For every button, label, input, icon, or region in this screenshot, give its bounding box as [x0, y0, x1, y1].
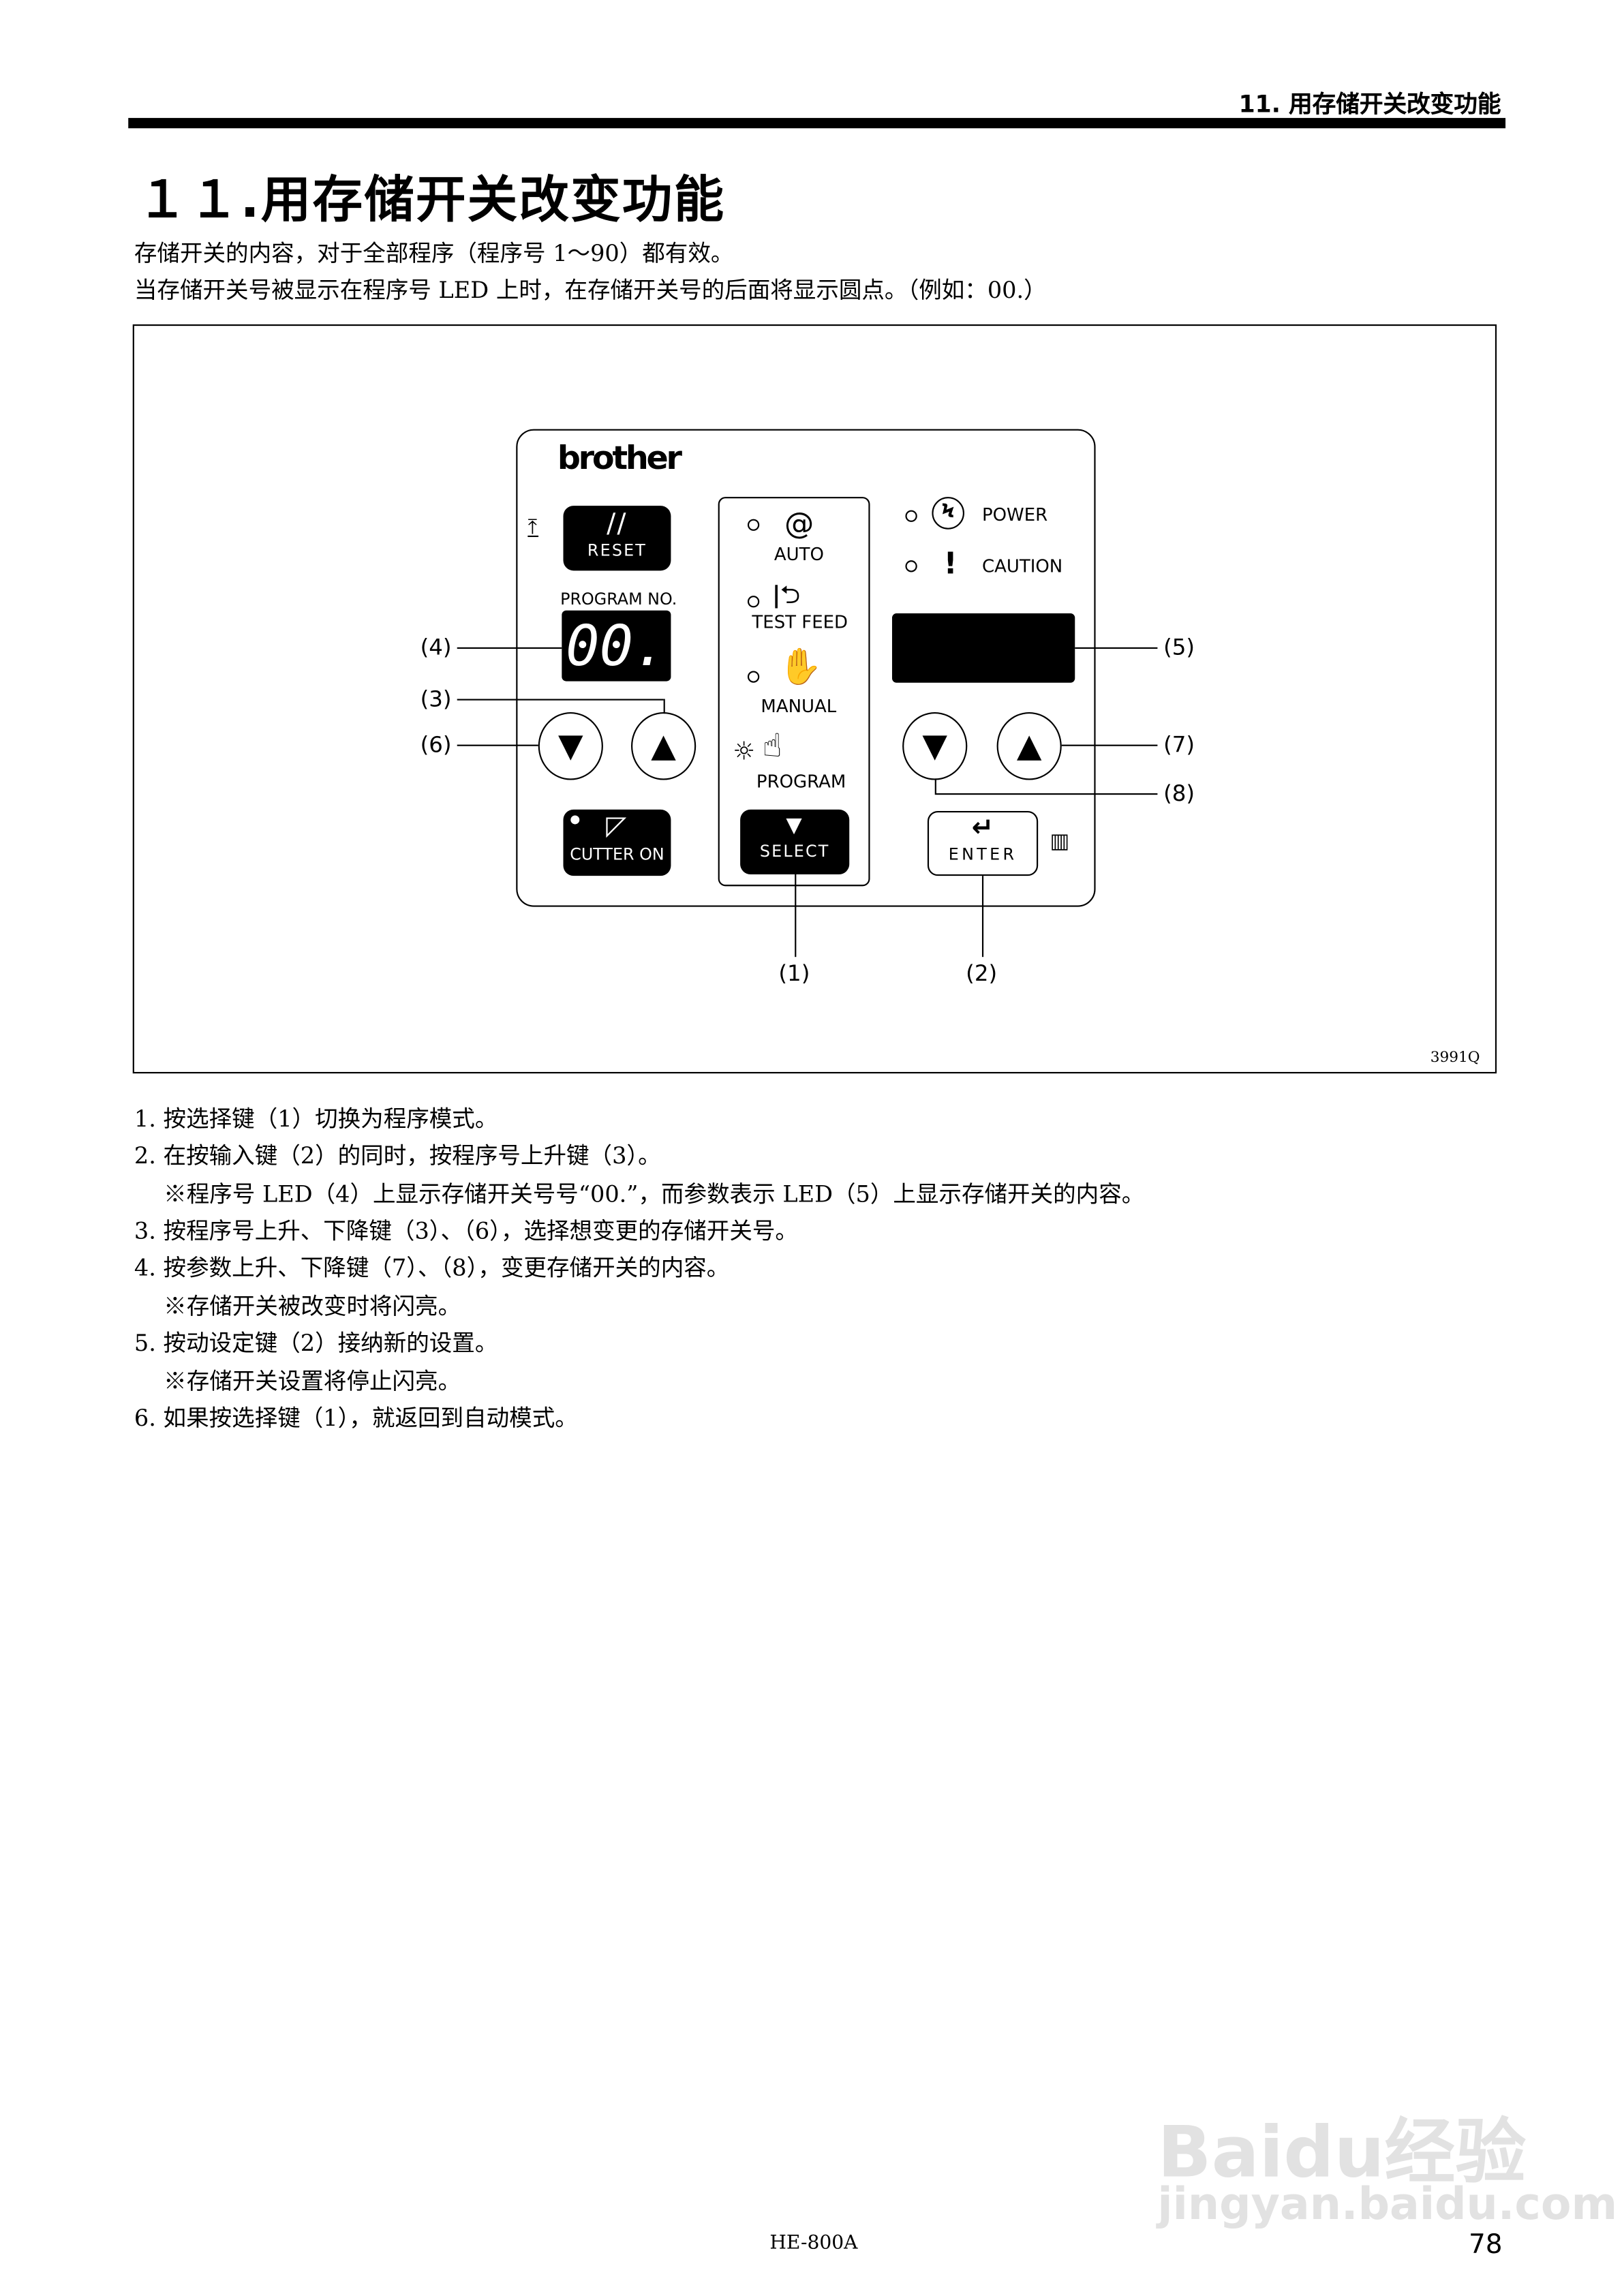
- needle-feed-icon: ǀ⮌: [772, 581, 801, 611]
- callout-7: (7): [1163, 731, 1195, 759]
- caution-icon: !: [943, 545, 958, 581]
- mode-auto-label: AUTO: [774, 544, 824, 565]
- mode-selector-box: [718, 497, 870, 887]
- callout-3: (3): [420, 686, 452, 713]
- manual-led: [747, 671, 760, 683]
- power-icon: Ϟ: [932, 497, 964, 530]
- reset-button[interactable]: // RESET: [563, 506, 671, 571]
- figure-id: 3991Q: [1430, 1050, 1480, 1067]
- callout-line-3: [457, 699, 664, 701]
- brother-logo: brother: [557, 440, 682, 478]
- parameter-up-button[interactable]: ▲: [996, 712, 1062, 780]
- step-note: ※存储开关设置将停止闪亮。: [164, 1368, 461, 1395]
- header-rule: [128, 118, 1506, 129]
- reset-slash-icon: //: [607, 508, 628, 540]
- memory-switch-icon: ▥: [1050, 830, 1070, 854]
- callout-line-3: [663, 699, 665, 714]
- program-led-lit-icon: ☼: [733, 737, 756, 767]
- cutter-label: CUTTER ON: [570, 844, 664, 864]
- program-no-led: 00.: [562, 610, 671, 682]
- test-feed-led: [747, 596, 760, 608]
- enter-arrow-icon: ↵: [971, 812, 994, 844]
- step: 6. 如果按选择键（1），就返回到自动模式。: [134, 1405, 578, 1432]
- callout-line-5: [1075, 647, 1158, 649]
- cutter-led: [570, 815, 580, 825]
- callout-line-1: [795, 874, 797, 958]
- step: 1. 按选择键（1）切换为程序模式。: [134, 1105, 498, 1133]
- step-note: ※程序号 LED（4）上显示存储开关号号“00.”，而参数表示 LED（5）上显…: [164, 1181, 1145, 1208]
- intro-line: 存储开关的内容，对于全部程序（程序号 1～90）都有效。: [134, 240, 734, 267]
- running-header: 11. 用存储开关改变功能: [1238, 89, 1501, 119]
- callout-8: (8): [1163, 780, 1195, 807]
- presser-foot-icon: ⤒‾: [527, 516, 538, 557]
- step: 4. 按参数上升、下降键（7）、（8），变更存储开关的内容。: [134, 1255, 730, 1282]
- callout-line-8: [934, 793, 1158, 795]
- callout-2: (2): [966, 960, 998, 987]
- cutter-icon: ◸: [606, 810, 628, 842]
- callout-5: (5): [1163, 634, 1195, 661]
- step: 2. 在按输入键（2）的同时，按程序号上升键（3）。: [134, 1142, 661, 1169]
- select-label: SELECT: [759, 842, 830, 861]
- step-note: ※存储开关被改变时将闪亮。: [164, 1293, 461, 1320]
- callout-line-6: [457, 744, 538, 746]
- enter-label: ENTER: [948, 844, 1017, 864]
- callout-1: (1): [778, 960, 810, 987]
- section-title: １１.用存储开关改变功能: [137, 170, 726, 230]
- hand-p-icon: ☝: [762, 728, 782, 765]
- callout-line-7: [1061, 744, 1158, 746]
- power-led: [905, 510, 917, 522]
- callout-line-4: [457, 647, 562, 649]
- select-button[interactable]: ▼ SELECT: [740, 809, 850, 875]
- mode-manual-label: MANUAL: [761, 696, 837, 717]
- program-up-button[interactable]: ▲: [631, 712, 697, 780]
- parameter-led: [891, 613, 1075, 683]
- callout-line-2: [981, 876, 984, 958]
- hand-m-icon: ✋: [778, 645, 823, 688]
- callout-4: (4): [420, 634, 452, 661]
- callout-line-8: [934, 778, 936, 794]
- step: 3. 按程序号上升、下降键（3）、（6），选择想变更的存储开关号。: [134, 1218, 798, 1245]
- auto-swirl-icon: @: [784, 506, 814, 542]
- footer-model: HE-800A: [769, 2232, 858, 2255]
- step: 5. 按动设定键（2）接纳新的设置。: [134, 1330, 498, 1357]
- caution-label: CAUTION: [981, 555, 1063, 577]
- intro-line: 当存储开关号被显示在程序号 LED 上时，在存储开关号的后面将显示圆点。（例如：…: [134, 277, 1047, 304]
- caution-led: [905, 560, 917, 572]
- callout-6: (6): [420, 731, 452, 759]
- enter-button[interactable]: ↵ ENTER: [927, 810, 1039, 876]
- baidu-watermark: Baidu经验: [1157, 2111, 1527, 2194]
- figure-frame: [132, 324, 1497, 1074]
- baidu-watermark-url: jingyan.baidu.com: [1157, 2179, 1618, 2231]
- mode-program-label: PROGRAM: [756, 771, 846, 792]
- program-down-button[interactable]: ▼: [538, 712, 603, 780]
- auto-led: [747, 519, 760, 531]
- power-label: POWER: [981, 504, 1048, 525]
- reset-label: RESET: [587, 541, 647, 561]
- parameter-down-button[interactable]: ▼: [902, 712, 968, 780]
- select-arrow-icon: ▼: [786, 814, 804, 838]
- page-number: 78: [1468, 2229, 1503, 2261]
- mode-test-feed-label: TEST FEED: [752, 611, 848, 633]
- program-no-label: PROGRAM NO.: [560, 590, 677, 609]
- cutter-on-button[interactable]: ◸ CUTTER ON: [563, 809, 671, 876]
